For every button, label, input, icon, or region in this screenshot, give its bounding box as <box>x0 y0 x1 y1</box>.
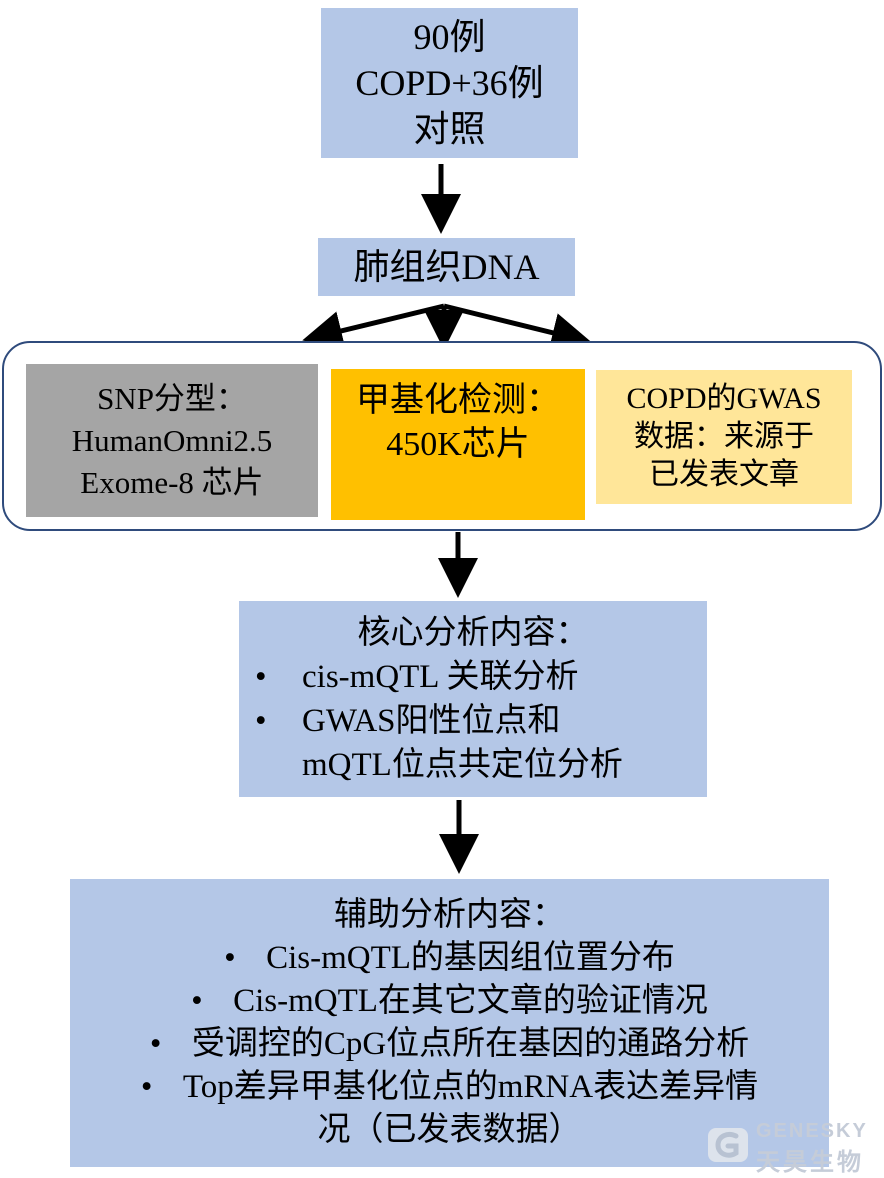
auxiliary-analysis-node: 辅助分析内容： • Cis-mQTL的基因组位置分布 • Cis-mQTL在其它文章… <box>70 879 829 1167</box>
arrow-dna-to-gwas <box>443 303 592 353</box>
bullet: • <box>191 983 203 1019</box>
core-analysis-title: 核心分析内容： <box>357 615 589 651</box>
samples-line: 90例 <box>413 17 486 57</box>
gwas-line: 已发表文章 <box>649 458 799 491</box>
list-item-text: Cis-mQTL的基因组位置分布 <box>266 940 675 976</box>
snp-line: HumanOmni2.5 <box>71 422 273 458</box>
snp-line: SNP分型： <box>97 380 247 416</box>
list-item-continuation: mQTL位点共定位分析 <box>302 747 623 783</box>
auxiliary-analysis-title: 辅助分析内容： <box>334 897 565 933</box>
list-item-text: GWAS阳性位点和 <box>302 703 561 739</box>
samples-line: COPD+36例 <box>355 63 544 103</box>
samples-node: 90例 COPD+36例 对照 <box>321 8 578 158</box>
list-item: • 受调控的CpG位点所在基因的通路分析 <box>150 1023 749 1066</box>
watermark-chinese: 天昊生物 <box>756 1148 864 1176</box>
bullet: • <box>255 659 267 695</box>
bullet: • <box>224 940 236 976</box>
bullet: • <box>140 1069 153 1105</box>
list-item-text: Top差异甲基化位点的mRNA表达差异情 <box>182 1069 759 1105</box>
methylation-line: 450K芯片 <box>386 426 530 463</box>
bullet: • <box>149 1026 162 1062</box>
snp-line: Exome-8 芯片 <box>80 464 264 500</box>
list-item: • cis-mQTL 关联分析 <box>239 655 707 699</box>
lung-dna-label: 肺组织DNA <box>353 247 540 287</box>
list-item: • Cis-mQTL的基因组位置分布 <box>224 937 675 980</box>
genesky-logo-icon <box>708 1128 748 1162</box>
gwas-line: 数据：来源于 <box>634 420 814 453</box>
watermark-english: GENESKY <box>756 1120 868 1142</box>
list-item-text: cis-mQTL 关联分析 <box>302 659 579 695</box>
methylation-node: 甲基化检测： 450K芯片 <box>331 369 585 520</box>
list-item-text: 受调控的CpG位点所在基因的通路分析 <box>191 1026 750 1062</box>
bullet: • <box>255 703 267 739</box>
list-item-continuation: 况（已发表数据） <box>317 1112 582 1148</box>
gwas-line: COPD的GWAS <box>626 382 822 415</box>
arrow-dna-to-snp <box>302 303 445 351</box>
samples-line: 对照 <box>413 109 486 149</box>
methylation-line: 甲基化检测： <box>356 382 560 419</box>
list-item: • Cis-mQTL在其它文章的验证情况 <box>191 980 708 1023</box>
list-item: • GWAS阳性位点和 <box>239 699 707 743</box>
snp-genotyping-node: SNP分型： HumanOmni2.5 Exome-8 芯片 <box>26 364 318 517</box>
core-analysis-list: • cis-mQTL 关联分析 • GWAS阳性位点和 mQTL位点共定位分析 <box>239 655 707 787</box>
list-item: • Top差异甲基化位点的mRNA表达差异情 <box>141 1066 758 1109</box>
genesky-watermark: GENESKY 天昊生物 <box>700 1118 884 1176</box>
lung-dna-node: 肺组织DNA <box>318 238 575 296</box>
core-analysis-node: 核心分析内容： • cis-mQTL 关联分析 • GWAS阳性位点和 mQTL… <box>239 601 707 797</box>
list-item-text: Cis-mQTL在其它文章的验证情况 <box>233 983 708 1019</box>
gwas-data-node: COPD的GWAS 数据：来源于 已发表文章 <box>596 370 852 504</box>
